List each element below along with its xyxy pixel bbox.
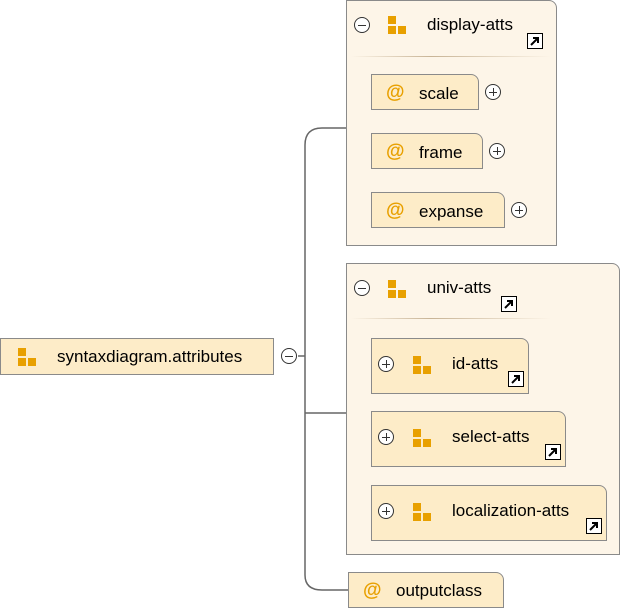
external-link-icon[interactable] [527,33,543,49]
external-link-icon[interactable] [508,371,524,387]
group-icon [412,502,432,522]
group-icon [387,15,407,35]
external-link-icon[interactable] [545,444,561,460]
external-link-icon[interactable] [501,296,517,312]
external-link-icon[interactable] [586,518,602,534]
group-icon [17,347,37,367]
localization-atts-expand-toggle[interactable] [378,503,394,519]
attribute-label: outputclass [396,581,482,600]
group-label-display-atts: display-atts [427,15,513,34]
select-atts-expand-toggle[interactable] [378,429,394,445]
attribute-scale[interactable]: @ scale [371,74,479,110]
attribute-icon: @ [386,200,405,221]
group-icon [387,279,407,299]
root-node[interactable]: syntaxdiagram.attributes [0,338,274,375]
attribute-label: frame [419,143,463,162]
attribute-label: scale [419,84,459,103]
attribute-icon: @ [363,580,382,601]
group-ref-select-atts[interactable]: select-atts [371,411,566,467]
id-atts-expand-toggle[interactable] [378,356,394,372]
attribute-icon: @ [386,82,405,103]
group-ref-localization-atts[interactable]: localization-atts [371,485,607,541]
group-ref-label: select-atts [452,427,530,446]
group-ref-label: id-atts [452,354,499,373]
attribute-outputclass[interactable]: @ outputclass [348,572,504,608]
group-label-univ-atts: univ-atts [427,278,492,297]
root-collapse-toggle[interactable] [281,348,297,364]
group-display-atts: display-atts @ scale @ frame @ expanse [346,0,557,246]
group-univ-atts: univ-atts id-atts select-atts localizati… [346,263,620,555]
group-separator [351,56,551,57]
attribute-label: expanse [419,202,484,221]
expanse-expand-toggle[interactable] [511,202,527,218]
display-atts-collapse-toggle[interactable] [354,17,370,33]
attribute-icon: @ [386,141,405,162]
scale-expand-toggle[interactable] [485,84,501,100]
group-separator [351,318,551,319]
group-ref-label: localization-atts [452,501,570,520]
frame-expand-toggle[interactable] [489,143,505,159]
attribute-expanse[interactable]: @ expanse [371,192,505,228]
univ-atts-collapse-toggle[interactable] [354,280,370,296]
group-icon [412,355,432,375]
root-label: syntaxdiagram.attributes [57,347,243,366]
group-ref-id-atts[interactable]: id-atts [371,338,529,394]
attribute-frame[interactable]: @ frame [371,133,483,169]
group-icon [412,428,432,448]
